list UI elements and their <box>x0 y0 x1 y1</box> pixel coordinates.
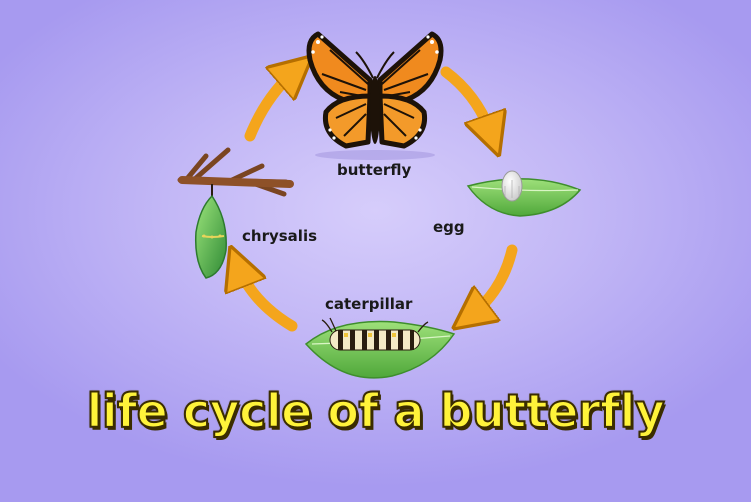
arrow-butterfly-to-egg-icon <box>440 66 492 136</box>
stage-label-butterfly: butterfly <box>337 161 412 179</box>
cycle-arrows <box>238 66 518 332</box>
arrow-chrysalis-to-butterfly-icon <box>244 70 296 142</box>
egg-on-leaf-icon <box>466 170 582 217</box>
stage-label-caterpillar: caterpillar <box>325 295 413 313</box>
arrow-egg-to-caterpillar-icon <box>470 244 518 316</box>
stage-label-egg: egg <box>433 218 465 236</box>
stage-label-chrysalis: chrysalis <box>242 227 318 245</box>
arrow-caterpillar-to-chrysalis-icon <box>238 266 298 332</box>
butterfly-icon <box>306 31 444 160</box>
chrysalis-on-twig-icon <box>177 147 294 279</box>
caterpillar-on-leaf-icon <box>304 317 456 379</box>
diagram-title: life cycle of a butterfly <box>86 383 666 439</box>
